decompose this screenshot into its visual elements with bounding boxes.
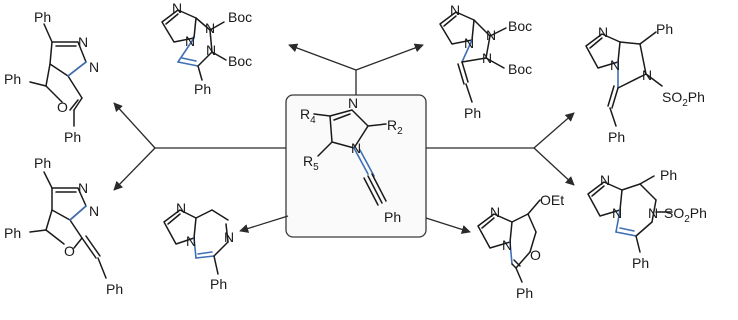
n-atom-label: N	[206, 42, 216, 58]
r2-label: R2	[387, 117, 403, 137]
ph-label: Ph	[4, 71, 21, 87]
boc-label: Boc	[508, 61, 532, 77]
reaction-arrows	[113, 43, 575, 234]
n-atom-label: N	[486, 27, 496, 43]
boc-label: Boc	[508, 18, 532, 34]
ph-label: Ph	[4, 225, 21, 241]
product-oxazole-bottom-left: N N O Ph Ph Ph	[4, 155, 123, 297]
oet-label: OEt	[540, 192, 564, 208]
ph-label: Ph	[464, 105, 481, 121]
n-atom-label: N	[89, 59, 99, 75]
boc-label: Boc	[228, 9, 252, 25]
ph-label: Ph	[632, 255, 649, 271]
ph-label: Ph	[106, 281, 123, 297]
ph-label: Ph	[210, 276, 227, 292]
n-atom-label: N	[185, 33, 195, 49]
n-atom-label: N	[78, 180, 88, 196]
n-atom-label: N	[612, 205, 622, 221]
ph-label: Ph	[194, 81, 211, 97]
center-reactant: N N R4 R2 R5 Ph	[285, 94, 427, 238]
n-atom-label: N	[205, 20, 215, 36]
n-atom-label: N	[186, 233, 196, 249]
n-atom-label: N	[224, 229, 234, 245]
ph-label: Ph	[656, 21, 673, 37]
ph-label: Ph	[384, 209, 401, 225]
n-atom-label: N	[464, 35, 474, 51]
o-atom-label: O	[57, 99, 68, 115]
ph-label: Ph	[660, 167, 677, 183]
r4-label: R4	[300, 106, 316, 126]
n-atom-label: N	[348, 95, 358, 111]
n-atom-label: N	[490, 204, 500, 220]
ph-label: Ph	[608, 129, 625, 145]
product-oxazine-oet: N N O OEt Ph	[477, 192, 564, 301]
ph-label: Ph	[34, 155, 51, 171]
product-sulfonyl-imidazole: N N N Ph SO2Ph Ph	[585, 21, 705, 145]
product-triazine-bis-boc: N N N N Boc Boc Ph	[161, 0, 252, 97]
n-atom-label: N	[648, 205, 658, 221]
n-atom-label: N	[450, 2, 460, 18]
n-atom-label: N	[176, 200, 186, 216]
n-atom-label: N	[598, 24, 608, 40]
ph-label: Ph	[64, 129, 81, 145]
n-atom-label: N	[172, 0, 182, 16]
boc-label: Boc	[228, 53, 252, 69]
n-atom-label: N	[351, 140, 361, 156]
ph-label: Ph	[34, 9, 51, 25]
n-atom-label: N	[482, 50, 492, 66]
n-atom-label: N	[89, 203, 99, 219]
product-imidazopyrazine: N N N Ph	[163, 200, 234, 292]
product-oxazine-top-left: N N O Ph Ph Ph	[4, 9, 99, 145]
n-atom-label: N	[610, 57, 620, 73]
so2ph-label: SO2Ph	[662, 89, 705, 109]
product-sulfonyl-pyrazine: N N N Ph SO2Ph Ph	[587, 167, 707, 271]
so2ph-label: SO2Ph	[664, 205, 707, 225]
o-atom-label: O	[530, 247, 541, 263]
n-atom-label: N	[642, 67, 652, 83]
r5-label: R5	[303, 153, 319, 173]
ph-label: Ph	[516, 285, 533, 301]
o-atom-label: O	[64, 243, 75, 259]
n-atom-label: N	[600, 172, 610, 188]
n-atom-label: N	[502, 237, 512, 253]
product-triazole-bis-boc: N N N N Boc Boc Ph	[439, 2, 532, 121]
n-atom-label: N	[78, 34, 88, 50]
